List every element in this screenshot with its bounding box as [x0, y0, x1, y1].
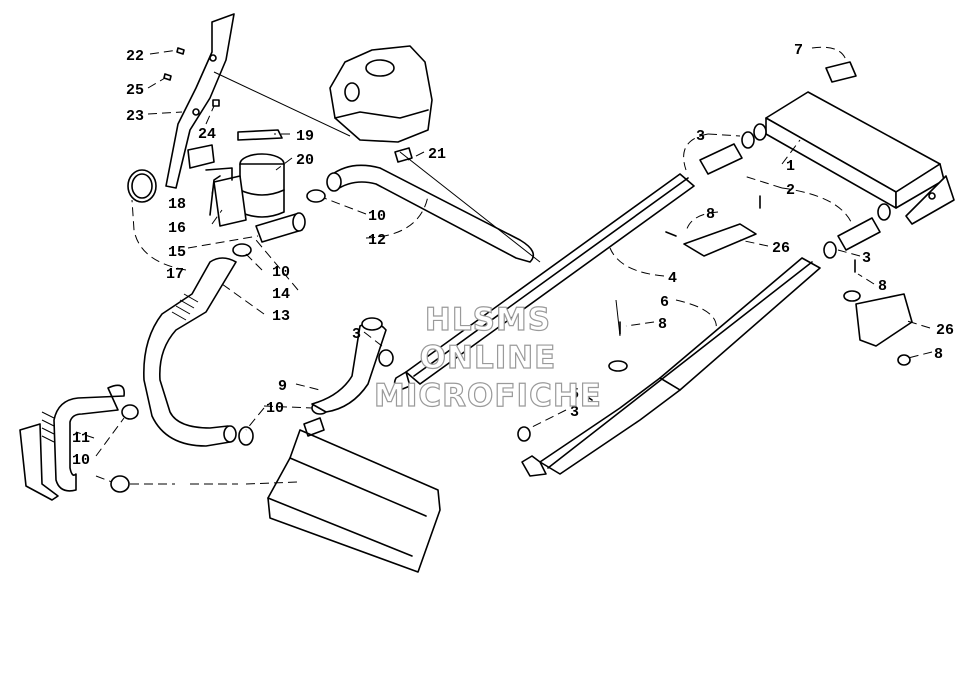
- hoses-2-and-couplers-3: [378, 123, 891, 442]
- callout-26-a: 26: [772, 240, 790, 257]
- callout-8-a: 8: [706, 206, 715, 223]
- coolant-tank: [329, 45, 433, 143]
- callout-16: 16: [168, 220, 186, 237]
- heat-exchanger-tube-6: [521, 257, 821, 477]
- callout-24: 24: [198, 126, 216, 143]
- heat-exchanger-lower: [267, 417, 441, 573]
- watermark-line-3: MICROFICHE: [374, 378, 602, 414]
- hose-9: [311, 317, 387, 413]
- callout-7: 7: [794, 42, 803, 59]
- callout-10-d: 10: [72, 452, 90, 469]
- callout-21: 21: [428, 146, 446, 163]
- leader-lines: [75, 46, 933, 485]
- clamp-7: [825, 61, 857, 83]
- callout-8-c: 8: [658, 316, 667, 333]
- heat-exchanger-tube-4: [393, 173, 695, 391]
- watermark-line-2: ONLINE: [420, 340, 557, 376]
- callout-1: 1: [786, 158, 795, 175]
- callout-25: 25: [126, 82, 144, 99]
- callout-8-d: 8: [934, 346, 943, 363]
- callout-10-b: 10: [272, 264, 290, 281]
- hose-13: [143, 257, 237, 447]
- watermark-line-1: HLSMS: [425, 302, 551, 338]
- callout-15: 15: [168, 244, 186, 261]
- callout-3-b: 3: [696, 128, 705, 145]
- callout-4: 4: [668, 270, 677, 287]
- watermark: HLSMS ONLINE MICROFICHE: [373, 301, 602, 414]
- callout-22: 22: [126, 48, 144, 65]
- heat-exchanger-1: [765, 91, 955, 225]
- callout-19: 19: [296, 128, 314, 145]
- callout-14: 14: [272, 286, 290, 303]
- callout-10-c: 10: [266, 400, 284, 417]
- callout-9: 9: [278, 378, 287, 395]
- callout-20: 20: [296, 152, 314, 169]
- callout-3-d: 3: [570, 404, 579, 421]
- overflow-bottle: [187, 129, 306, 243]
- callout-3-c: 3: [862, 250, 871, 267]
- callout-5: 5: [570, 386, 579, 403]
- callout-13: 13: [272, 308, 290, 325]
- callout-2: 2: [786, 182, 795, 199]
- callout-23: 23: [126, 108, 144, 125]
- callout-11: 11: [72, 430, 90, 447]
- callout-8-b: 8: [878, 278, 887, 295]
- callout-labels: 22 25 23 24 19 20 21 18 16 15 17 10 12 1…: [72, 42, 954, 469]
- brackets-26: [585, 195, 913, 401]
- callout-12: 12: [368, 232, 386, 249]
- hose-11: [19, 384, 125, 501]
- callout-17: 17: [166, 266, 184, 283]
- callout-26-b: 26: [936, 322, 954, 339]
- callout-6: 6: [660, 294, 669, 311]
- callout-10-a: 10: [368, 208, 386, 225]
- callout-3-a: 3: [352, 326, 361, 343]
- callout-18: 18: [168, 196, 186, 213]
- hose-clamp-17: [127, 169, 157, 203]
- mounting-bracket: [163, 13, 235, 189]
- hose-12: [326, 147, 535, 263]
